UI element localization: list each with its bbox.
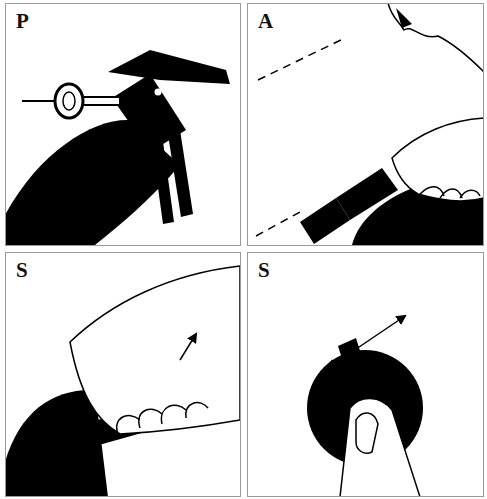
carry-handle: [166, 117, 193, 217]
pin-ring: [55, 84, 83, 118]
sweep-art: [307, 316, 423, 497]
extinguisher-body: [5, 120, 180, 245]
motion-line: [22, 100, 54, 102]
sweep-arrow: [328, 316, 405, 368]
step-letter: S: [15, 260, 29, 281]
hand: [70, 266, 240, 434]
aim-line: [258, 38, 345, 80]
step-letter: A: [257, 11, 274, 32]
pin-ring-hole: [63, 92, 75, 110]
aim-line: [256, 212, 300, 236]
hand: [392, 118, 484, 201]
thumb: [356, 413, 378, 453]
hand: [340, 398, 420, 497]
squeeze-art: [5, 266, 240, 497]
pull-pin-art: [5, 50, 230, 245]
nozzle: [338, 338, 374, 404]
top-lever: [108, 50, 230, 84]
finger-lines: [420, 187, 480, 198]
aim-art: [256, 3, 484, 245]
valve-head: [336, 168, 398, 220]
instruction-panel: A: [247, 3, 484, 246]
instruction-panel: S: [5, 252, 241, 497]
step-letter: P: [15, 11, 30, 32]
instruction-panel: P: [5, 3, 241, 246]
fire-outline: [388, 3, 484, 72]
flame: [396, 8, 412, 28]
finger-lines: [117, 403, 208, 434]
pin-shaft: [82, 97, 120, 105]
squeeze-arrow: [180, 334, 196, 360]
instruction-panel: S: [247, 252, 484, 497]
pivot: [155, 89, 162, 96]
step-letter: S: [257, 260, 271, 281]
